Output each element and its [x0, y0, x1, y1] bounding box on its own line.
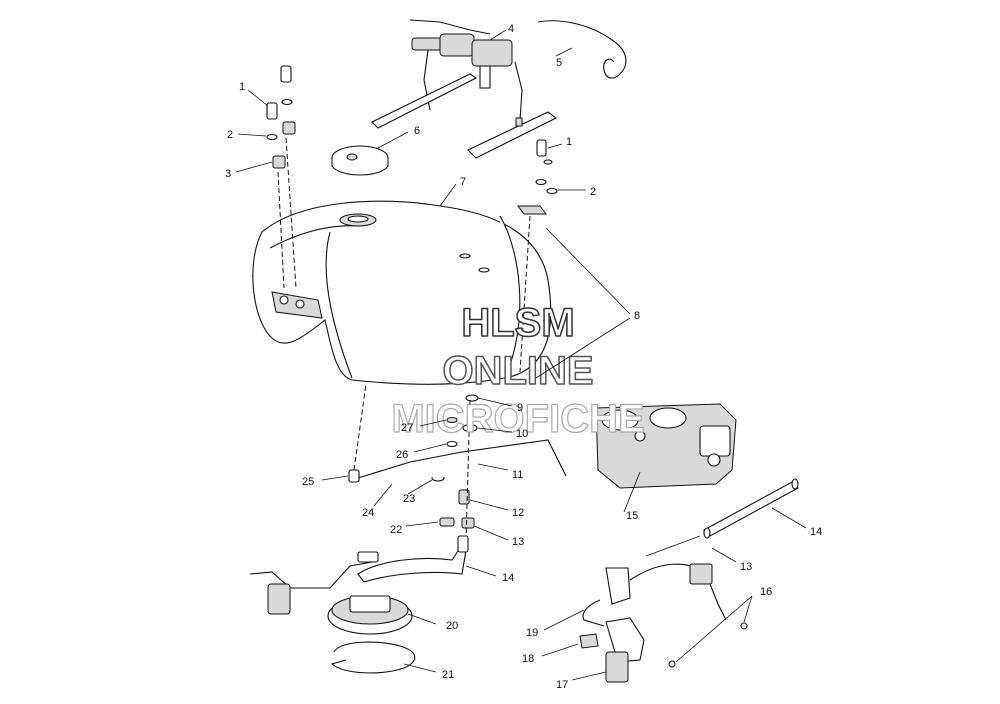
callout-2b: 2	[590, 186, 596, 198]
fuel-pump-assembly	[409, 19, 523, 121]
fuel-line-lower	[357, 535, 469, 583]
watermark-line-1: HLSM	[461, 301, 574, 345]
callout-labels: 1 2 3 4 5 6 7 1 2 8 9 10 27 26 11 25 23 …	[225, 23, 822, 691]
callout-22: 22	[390, 524, 402, 536]
callout-10: 10	[516, 428, 528, 440]
retaining-ring	[330, 641, 416, 674]
mount-hardware-right	[517, 139, 558, 373]
fuel-pump-module	[249, 551, 413, 635]
callout-5: 5	[556, 57, 562, 69]
injector-assembly	[579, 563, 748, 683]
fuel-tank	[252, 200, 552, 385]
callout-13a: 13	[512, 536, 524, 548]
callout-3: 3	[225, 168, 231, 180]
watermark-line-2: ONLINE	[442, 349, 593, 393]
callout-1b: 1	[566, 136, 572, 148]
callout-24: 24	[362, 507, 374, 519]
callout-27: 27	[401, 422, 413, 434]
callout-25: 25	[302, 476, 314, 488]
leader-lines	[235, 29, 807, 681]
callout-6: 6	[414, 125, 420, 137]
callout-14a: 14	[502, 572, 514, 584]
callout-23: 23	[403, 493, 415, 505]
callout-19: 19	[526, 627, 538, 639]
callout-21: 21	[442, 669, 454, 681]
fuel-rail-tube-right	[703, 478, 799, 539]
callout-12: 12	[512, 507, 524, 519]
callout-16: 16	[760, 586, 772, 598]
callout-8: 8	[634, 310, 640, 322]
callout-1a: 1	[239, 81, 245, 93]
fuel-line-fittings	[348, 383, 567, 541]
watermark: HLSM ONLINE MICROFICHE	[391, 300, 646, 441]
callout-11: 11	[512, 469, 523, 481]
fuel-cap	[331, 145, 389, 176]
throttle-body	[595, 403, 737, 489]
callout-7: 7	[460, 176, 466, 188]
callout-18: 18	[522, 653, 534, 665]
callout-2a: 2	[227, 129, 233, 141]
vent-line	[537, 20, 627, 79]
callout-14b: 14	[810, 526, 822, 538]
callout-26: 26	[396, 449, 408, 461]
callout-15: 15	[626, 510, 638, 522]
mount-hardware-left	[266, 65, 297, 289]
callout-4: 4	[508, 23, 514, 35]
mounting-rails	[371, 73, 558, 159]
callout-20: 20	[446, 620, 458, 632]
callout-9: 9	[517, 402, 523, 414]
watermark-line-3: MICROFICHE	[391, 397, 644, 441]
callout-17: 17	[556, 679, 568, 691]
callout-13b: 13	[740, 561, 752, 573]
